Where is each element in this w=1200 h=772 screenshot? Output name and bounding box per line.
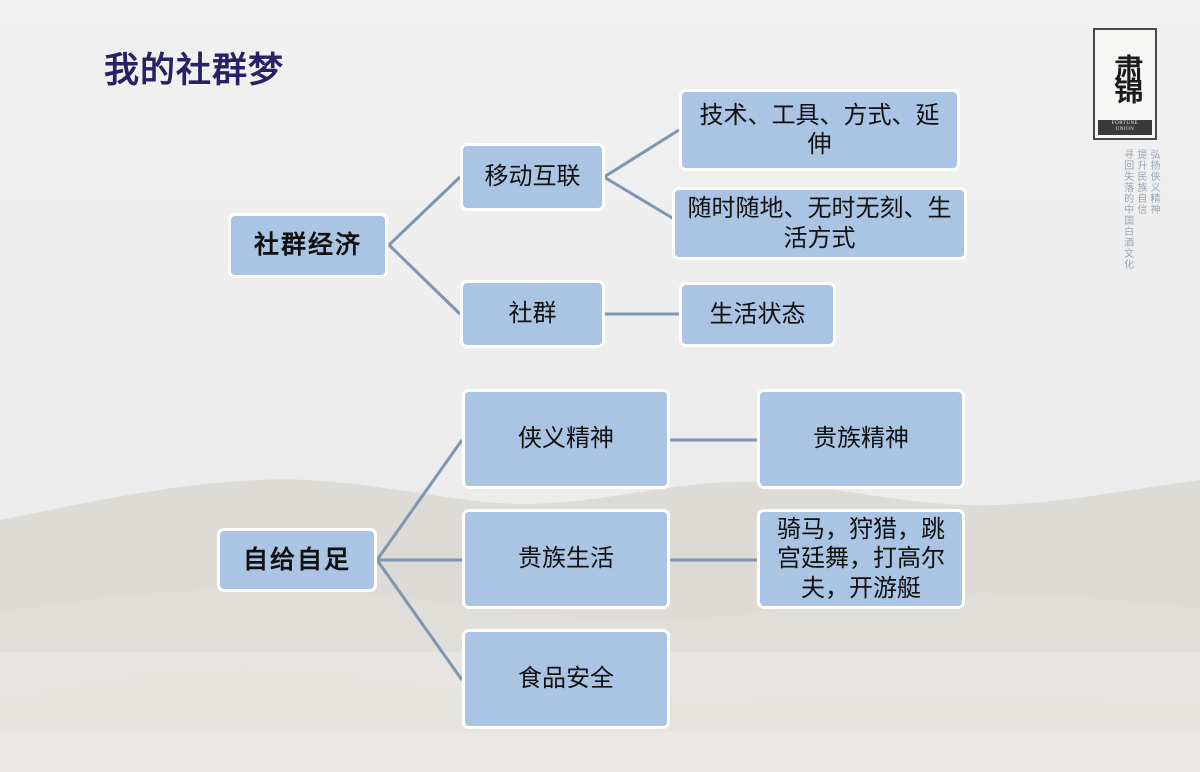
node-label: 自给自足: [242, 544, 351, 574]
edge-yidonghulian-to-jishu: [603, 128, 680, 179]
logo-english-line-1: FORTUNE: [1111, 120, 1139, 126]
node-shipin-anquan[interactable]: 食品安全: [462, 629, 670, 729]
edge-yidonghulian-to-suishisuidi: [603, 175, 680, 224]
node-shequn[interactable]: 社群: [460, 280, 605, 348]
node-label: 随时随地、无时无刻、生活方式: [687, 194, 952, 252]
logo-english-line-2: UNION: [1115, 126, 1135, 132]
logo-seal-characters: 肃锦: [1108, 53, 1143, 100]
node-jishu-gongju-fangshi-yanshen[interactable]: 技术、工具、方式、延伸: [679, 89, 960, 171]
page-title: 我的社群梦: [104, 51, 285, 91]
node-label: 社群经济: [253, 230, 362, 260]
node-yidong-hulian[interactable]: 移动互联: [460, 143, 605, 211]
node-xiayi-jingshen[interactable]: 侠义精神: [462, 389, 670, 489]
node-suishi-suidi-wushi-wuke[interactable]: 随时随地、无时无刻、生活方式: [672, 187, 967, 260]
node-label: 移动互联: [484, 162, 581, 191]
logo-tagline-column-3: 寻回失落的中国白酒文化: [1121, 149, 1133, 270]
logo-tagline-column-2: 提升民族自信: [1134, 149, 1146, 215]
edge-shequnjingji-to-shequn: [387, 243, 462, 316]
edge-zijizizu-to-xiayijingshen: [375, 439, 464, 561]
node-label: 社群: [508, 299, 557, 328]
node-label: 贵族精神: [813, 424, 909, 453]
node-label: 生活状态: [709, 299, 806, 328]
node-label: 贵族生活: [518, 544, 614, 573]
node-guizu-shenghuo[interactable]: 贵族生活: [462, 509, 670, 609]
node-shenghuo-zhuangtai[interactable]: 生活状态: [679, 282, 836, 347]
node-ziji-zizu[interactable]: 自给自足: [217, 528, 377, 592]
node-shequn-jingji[interactable]: 社群经济: [228, 213, 388, 278]
node-guizu-jingshen[interactable]: 贵族精神: [757, 389, 965, 489]
logo-tagline-column-1: 弘扬侠义精神: [1148, 149, 1159, 215]
logo-tagline: 弘扬侠义精神 提升民族自信 寻回失落的中国白酒文化: [1093, 149, 1159, 299]
node-label: 技术、工具、方式、延伸: [699, 100, 940, 158]
brand-logo: 肃锦 FORTUNE UNION 弘扬侠义精神 提升民族自信 寻回失落的中国白酒…: [1093, 28, 1159, 299]
node-label: 食品安全: [518, 664, 614, 693]
edge-zijizizu-to-shipinanquan: [375, 559, 464, 681]
logo-english-name: FORTUNE UNION: [1098, 119, 1152, 135]
logo-seal-frame: 肃锦 FORTUNE UNION: [1093, 28, 1157, 140]
node-qima-shoulie-gongtingwu[interactable]: 骑马，狩猎，跳宫廷舞，打高尔夫，开游艇: [757, 509, 965, 609]
node-label: 骑马，狩猎，跳宫廷舞，打高尔夫，开游艇: [777, 515, 945, 602]
node-label: 侠义精神: [518, 424, 614, 453]
edge-shequnjingji-to-yidonghulian: [387, 175, 462, 247]
